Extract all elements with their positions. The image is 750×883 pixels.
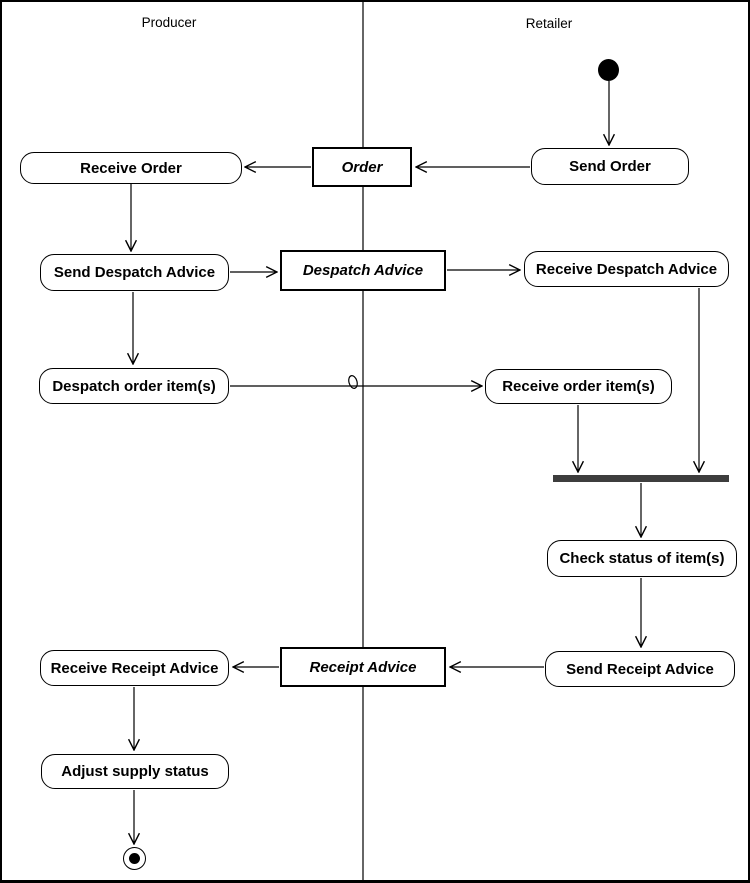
object-node-receipt-advice: Receipt Advice (280, 647, 446, 687)
action-receive-receipt-advice: Receive Receipt Advice (40, 650, 229, 686)
lane-label-producer: Producer (141, 15, 197, 30)
action-send-order: Send Order (531, 148, 689, 185)
action-send-despatch-advice: Send Despatch Advice (40, 254, 229, 291)
initial-node (598, 59, 619, 81)
object-node-order: Order (312, 147, 412, 187)
lane-label-retailer: Retailer (525, 16, 573, 31)
action-despatch-order-items: Despatch order item(s) (39, 368, 229, 404)
action-receive-order: Receive Order (20, 152, 242, 184)
object-node-despatch-advice: Despatch Advice (280, 250, 446, 291)
action-receive-despatch-advice: Receive Despatch Advice (524, 251, 729, 287)
final-node (123, 847, 146, 870)
action-send-receipt-advice: Send Receipt Advice (545, 651, 735, 687)
action-adjust-supply-status: Adjust supply status (41, 754, 229, 789)
line-crossing-hop (348, 375, 358, 389)
join-bar (553, 475, 729, 482)
action-check-status-of-items: Check status of item(s) (547, 540, 737, 577)
final-node-dot (129, 853, 140, 864)
action-receive-order-items: Receive order item(s) (485, 369, 672, 404)
